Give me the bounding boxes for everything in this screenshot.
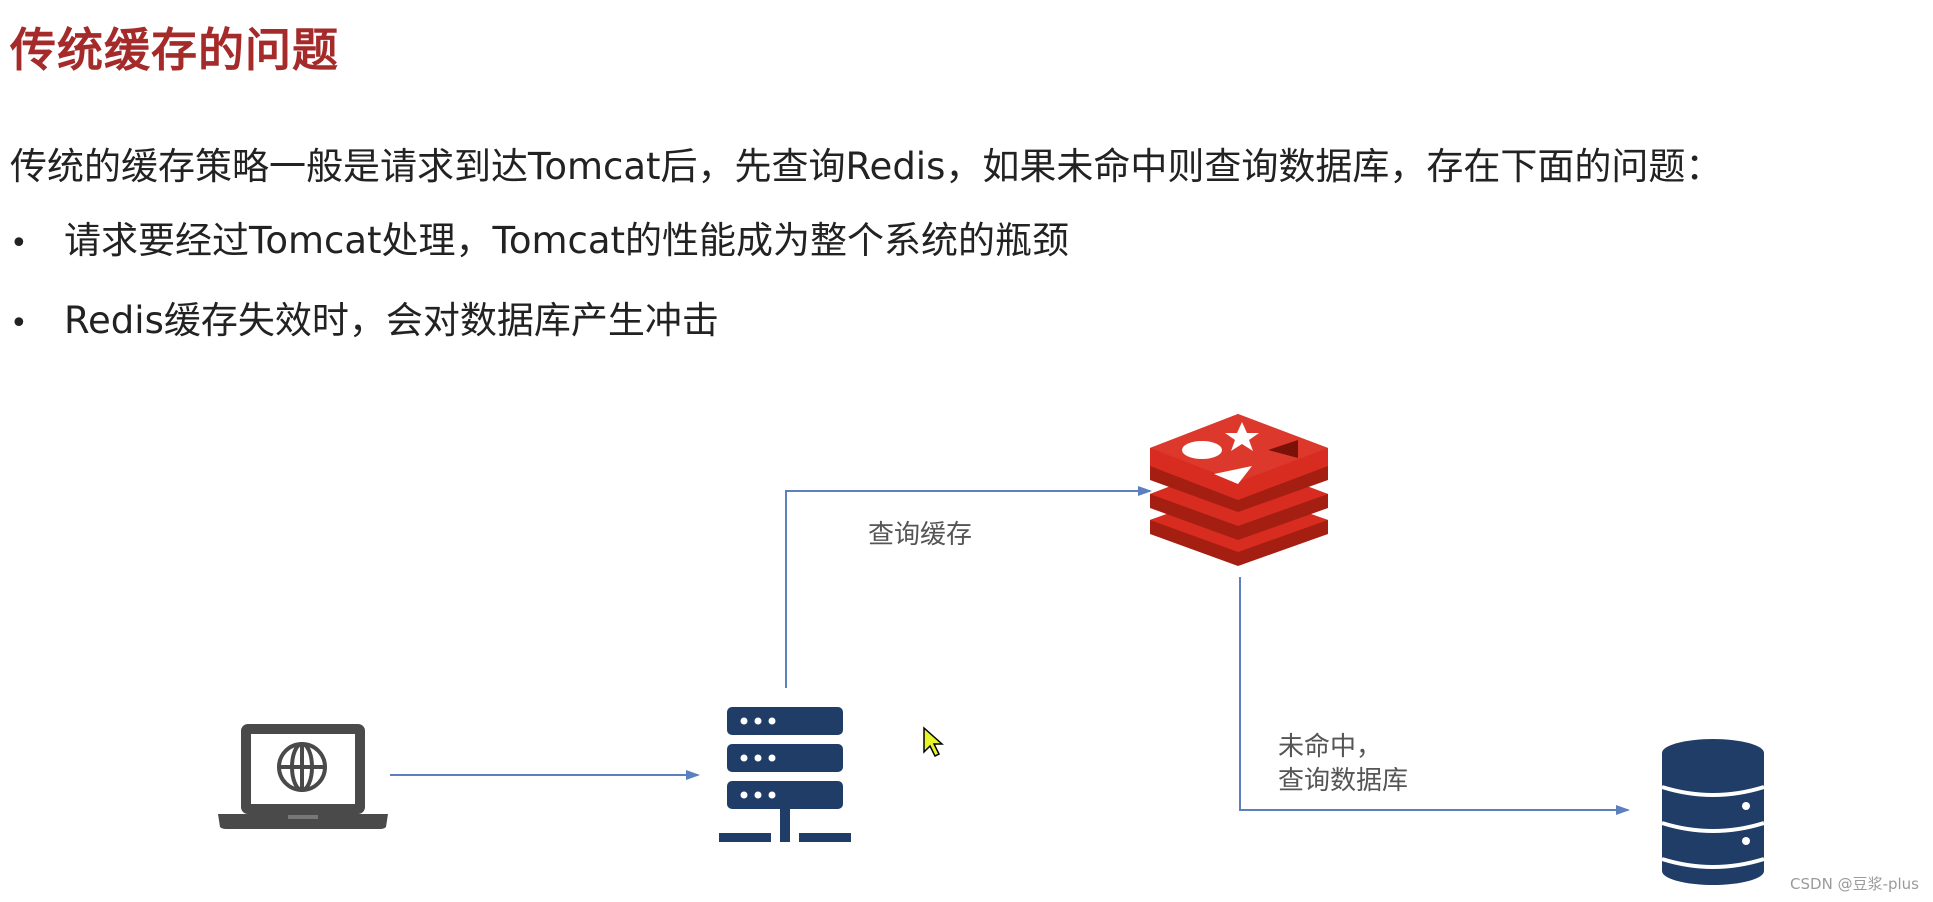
- bullet-text: 请求要经过Tomcat处理，Tomcat的性能成为整个系统的瓶颈: [64, 219, 1070, 262]
- bullet-text: Redis缓存失效时，会对数据库产生冲击: [64, 299, 719, 342]
- intro-text: 传统的缓存策略一般是请求到达Tomcat后，先查询Redis，如果未命中则查询数…: [10, 145, 1723, 188]
- issue-list: • 请求要经过Tomcat处理，Tomcat的性能成为整个系统的瓶颈 • Redis…: [10, 210, 1069, 370]
- redis-logo-icon: [1150, 414, 1328, 566]
- query-database-label: 查询数据库: [1278, 766, 1409, 796]
- cache-miss-label: 未命中，: [1278, 732, 1383, 762]
- arrow-server-to-redis: [785, 486, 1152, 688]
- arrow-redis-to-database: [1239, 577, 1630, 815]
- server-icon: [719, 707, 851, 842]
- database-icon: [1661, 739, 1765, 885]
- bullet-marker: •: [10, 226, 28, 261]
- list-item: • 请求要经过Tomcat处理，Tomcat的性能成为整个系统的瓶颈: [10, 210, 1069, 290]
- list-item: • Redis缓存失效时，会对数据库产生冲击: [10, 290, 1069, 370]
- page-title: 传统缓存的问题: [10, 23, 339, 77]
- query-cache-label: 查询缓存: [868, 520, 973, 550]
- watermark: CSDN @豆浆-plus: [1790, 875, 1919, 893]
- cursor-icon: [923, 726, 944, 758]
- laptop-globe-icon: [218, 724, 388, 829]
- bullet-marker: •: [10, 306, 28, 341]
